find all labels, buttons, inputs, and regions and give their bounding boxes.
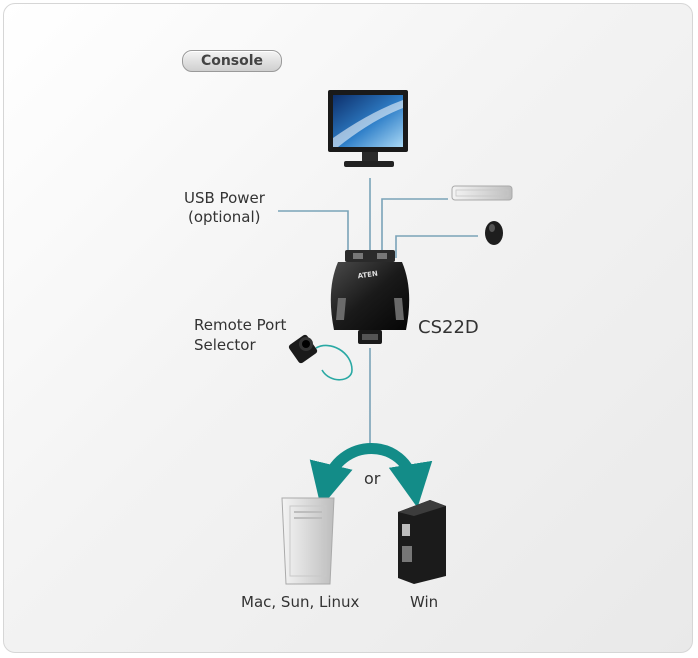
monitor-icon: [328, 90, 408, 167]
computer-right-label: Win: [410, 593, 439, 611]
kvm-switch-icon: [330, 250, 410, 344]
remote-selector-icon: [288, 334, 318, 364]
win-tower-icon: [398, 500, 446, 584]
device-label: CS22D: [418, 317, 479, 338]
usb-power-label-line1: USB Power: [184, 189, 265, 207]
remote-port-label-line2: Selector: [194, 336, 256, 354]
mac-tower-icon: [281, 497, 335, 585]
or-label: or: [364, 469, 381, 488]
mouse-icon: [485, 221, 503, 245]
usb-power-label-line2: (optional): [188, 208, 261, 226]
keyboard-cable: [381, 198, 448, 258]
mouse-cable: [395, 235, 478, 258]
remote-cable: [315, 344, 353, 381]
keyboard-icon: [451, 185, 513, 201]
remote-port-label-line1: Remote Port: [194, 316, 287, 334]
device-logo: ATEN: [357, 270, 378, 281]
computer-left-label: Mac, Sun, Linux: [241, 593, 360, 611]
usb-power-cable: [278, 210, 349, 258]
cables: [278, 178, 478, 444]
or-arrow: [309, 443, 433, 508]
console-label: Console: [182, 50, 282, 72]
